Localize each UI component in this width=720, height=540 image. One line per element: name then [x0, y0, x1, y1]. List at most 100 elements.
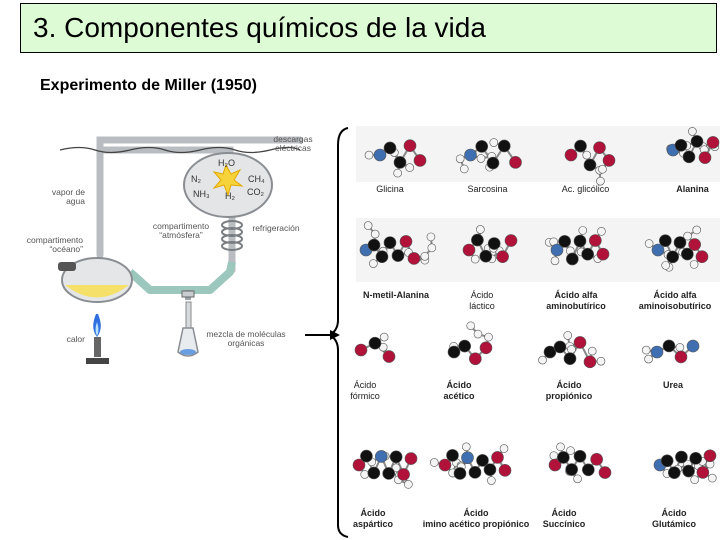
- atom: [651, 243, 665, 257]
- atom: [374, 450, 388, 463]
- atom: [667, 466, 681, 479]
- atom: [405, 163, 414, 172]
- atom: [703, 449, 717, 463]
- atom: [573, 336, 587, 349]
- atom: [475, 140, 489, 153]
- atom: [483, 463, 497, 476]
- atom: [470, 254, 480, 264]
- molecule-model: [653, 449, 717, 485]
- atom: [582, 150, 592, 160]
- label-vapor: vapor de agua: [51, 187, 85, 206]
- molecule-name: N-metil-Alanina: [362, 290, 429, 300]
- atom: [598, 164, 607, 174]
- atom: [690, 135, 704, 148]
- atom: [589, 234, 602, 247]
- atom: [538, 355, 547, 365]
- molecule-name: Ácido acético: [443, 380, 475, 401]
- atom: [674, 139, 688, 152]
- atom: [662, 339, 676, 353]
- gas-ch4: CH₄: [248, 174, 265, 184]
- label-atmosfera: compartimento “atmósfera”: [152, 221, 210, 240]
- atom: [596, 247, 610, 261]
- molecule-name: Ácido propiónico: [545, 380, 593, 401]
- atom: [593, 141, 606, 154]
- atom: [660, 454, 674, 468]
- atom: [354, 343, 368, 357]
- atom: [661, 261, 670, 270]
- atom: [558, 235, 571, 248]
- atom: [675, 450, 688, 464]
- atom: [573, 234, 587, 248]
- atom: [682, 150, 696, 164]
- atom: [469, 352, 482, 366]
- atom: [496, 250, 509, 263]
- slide-title: 3. Componentes químicos de la vida: [33, 12, 486, 43]
- atom: [650, 345, 664, 359]
- molecule-name: Ácido aspártico: [352, 508, 394, 529]
- molecule-name: Ácido Glutámico: [651, 508, 696, 529]
- atom: [602, 154, 616, 167]
- atom: [596, 356, 606, 366]
- atom: [686, 339, 700, 353]
- electrode-wire: [59, 146, 301, 154]
- atom: [487, 476, 496, 485]
- molecule-name: Urea: [662, 380, 683, 390]
- atom: [695, 250, 709, 264]
- atom: [582, 463, 595, 477]
- atom: [397, 468, 410, 481]
- atom: [583, 158, 597, 172]
- atom: [462, 243, 476, 257]
- atom: [382, 467, 396, 480]
- molecule-model: [564, 139, 616, 186]
- slide-subtitle: Experimento de Miller (1950): [40, 77, 257, 94]
- atom: [688, 238, 701, 251]
- molecule-name: Alanina: [676, 184, 709, 194]
- atom: [464, 148, 477, 162]
- molecule-name: Glicina: [376, 184, 404, 194]
- atom: [367, 466, 381, 480]
- atom: [391, 463, 401, 473]
- stopper: [58, 262, 76, 271]
- atom: [564, 148, 578, 162]
- atom: [368, 336, 382, 350]
- atom: [548, 458, 562, 472]
- atom: [566, 446, 575, 455]
- atom: [446, 449, 459, 462]
- atom: [447, 345, 461, 359]
- gas-co2: CO₂: [247, 187, 264, 197]
- atom: [484, 332, 493, 342]
- atom: [675, 343, 685, 352]
- molecule-name: Ácido fórmico: [350, 380, 380, 401]
- atom: [497, 139, 511, 153]
- atom: [509, 156, 522, 169]
- atom: [583, 355, 597, 369]
- burner-base: [86, 358, 109, 364]
- valve: [181, 290, 195, 298]
- atom: [458, 339, 471, 353]
- atom: [471, 233, 484, 247]
- atom: [399, 235, 413, 248]
- molecule-model: [359, 221, 437, 268]
- atom: [375, 250, 389, 264]
- atom: [590, 453, 603, 466]
- atom: [486, 156, 500, 170]
- molecule-model: [364, 139, 427, 178]
- ocean-water: [65, 285, 129, 298]
- atom: [491, 451, 504, 464]
- atom: [567, 345, 576, 354]
- atom: [659, 234, 672, 247]
- atom: [587, 346, 597, 356]
- molecule-model: [548, 442, 612, 484]
- molecule-model: [429, 442, 512, 485]
- atom: [644, 354, 653, 364]
- atom: [363, 221, 373, 230]
- atom: [479, 341, 493, 355]
- atom: [690, 475, 699, 485]
- atom: [461, 451, 474, 465]
- atom: [468, 466, 482, 479]
- collection-flask: [177, 327, 199, 357]
- atom: [383, 236, 397, 249]
- atom: [498, 464, 512, 477]
- atom: [563, 352, 577, 365]
